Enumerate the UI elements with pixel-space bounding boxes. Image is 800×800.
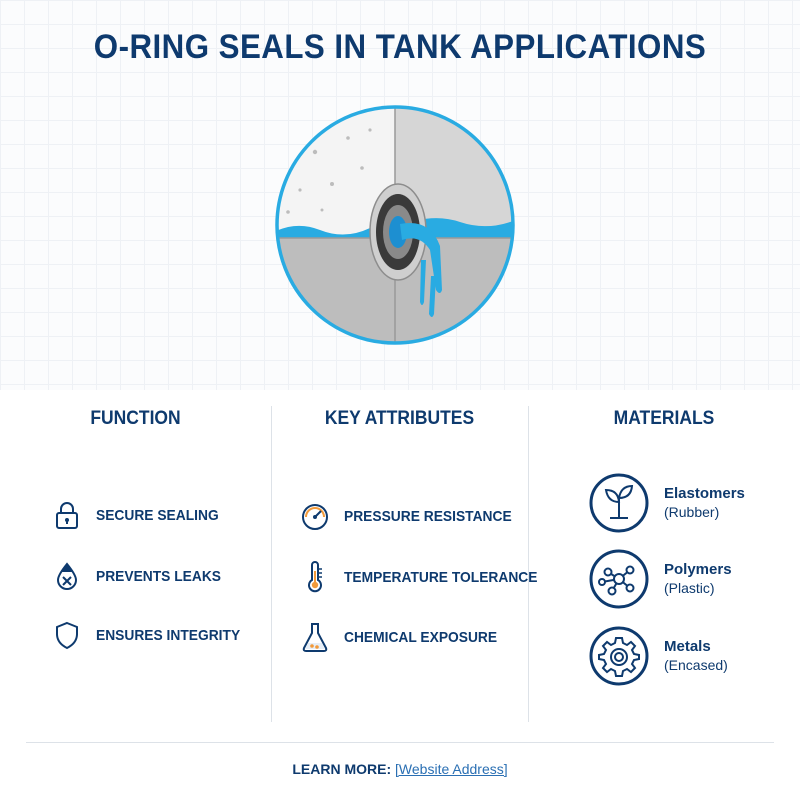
attributes-heading: KEY ATTRIBUTES (324, 408, 475, 429)
attribute-item: TEMPERATURE TOLERANCE (300, 561, 554, 593)
shield-icon (52, 620, 82, 650)
material-item: Polymers (Plastic) (588, 548, 732, 610)
function-item: PREVENTS LEAKS (52, 561, 232, 591)
materials-column: MATERIALS (528, 400, 800, 720)
footer-divider (26, 742, 774, 743)
material-item: Elastomers (Rubber) (588, 472, 745, 534)
column-divider (528, 406, 529, 722)
function-column: FUNCTION (0, 400, 271, 720)
thermometer-icon (300, 561, 330, 593)
learn-more-label: LEARN MORE: (292, 761, 392, 777)
material-name: Metals (664, 638, 711, 655)
function-item: SECURE SEALING (52, 500, 229, 530)
molecule-icon (589, 549, 649, 609)
materials-heading: MATERIALS (613, 408, 715, 429)
material-item: Metals (Encased) (588, 625, 728, 687)
plant-icon (589, 473, 649, 533)
column-divider (271, 406, 272, 722)
material-subtitle: (Encased) (664, 657, 728, 673)
function-item: ENSURES INTEGRITY (52, 620, 253, 650)
material-subtitle: (Rubber) (664, 504, 720, 520)
material-subtitle: (Plastic) (664, 580, 715, 596)
material-name: Elastomers (664, 485, 745, 502)
attributes-column: KEY ATTRIBUTES (271, 400, 528, 720)
footer: LEARN MORE: [Website Address] (0, 761, 800, 777)
attribute-item-label: PRESSURE RESISTANCE (344, 507, 512, 525)
tank-seal-illustration (275, 105, 515, 345)
gear-icon (589, 626, 649, 686)
function-item-label: ENSURES INTEGRITY (96, 626, 241, 644)
function-heading: FUNCTION (90, 408, 181, 429)
function-item-label: SECURE SEALING (96, 506, 219, 524)
function-item-label: PREVENTS LEAKS (96, 567, 221, 585)
page-title: O-RING SEALS IN TANK APPLICATIONS (93, 28, 707, 66)
material-name: Polymers (664, 561, 732, 578)
gauge-icon (300, 501, 330, 531)
website-link[interactable]: [Website Address] (395, 761, 508, 777)
attribute-item-label: CHEMICAL EXPOSURE (344, 628, 498, 646)
attribute-item-label: TEMPERATURE TOLERANCE (344, 568, 538, 586)
drop-x-icon (52, 561, 82, 591)
attribute-item: PRESSURE RESISTANCE (300, 501, 526, 531)
flask-icon (300, 622, 330, 652)
attribute-item: CHEMICAL EXPOSURE (300, 622, 510, 652)
lock-icon (52, 500, 82, 530)
